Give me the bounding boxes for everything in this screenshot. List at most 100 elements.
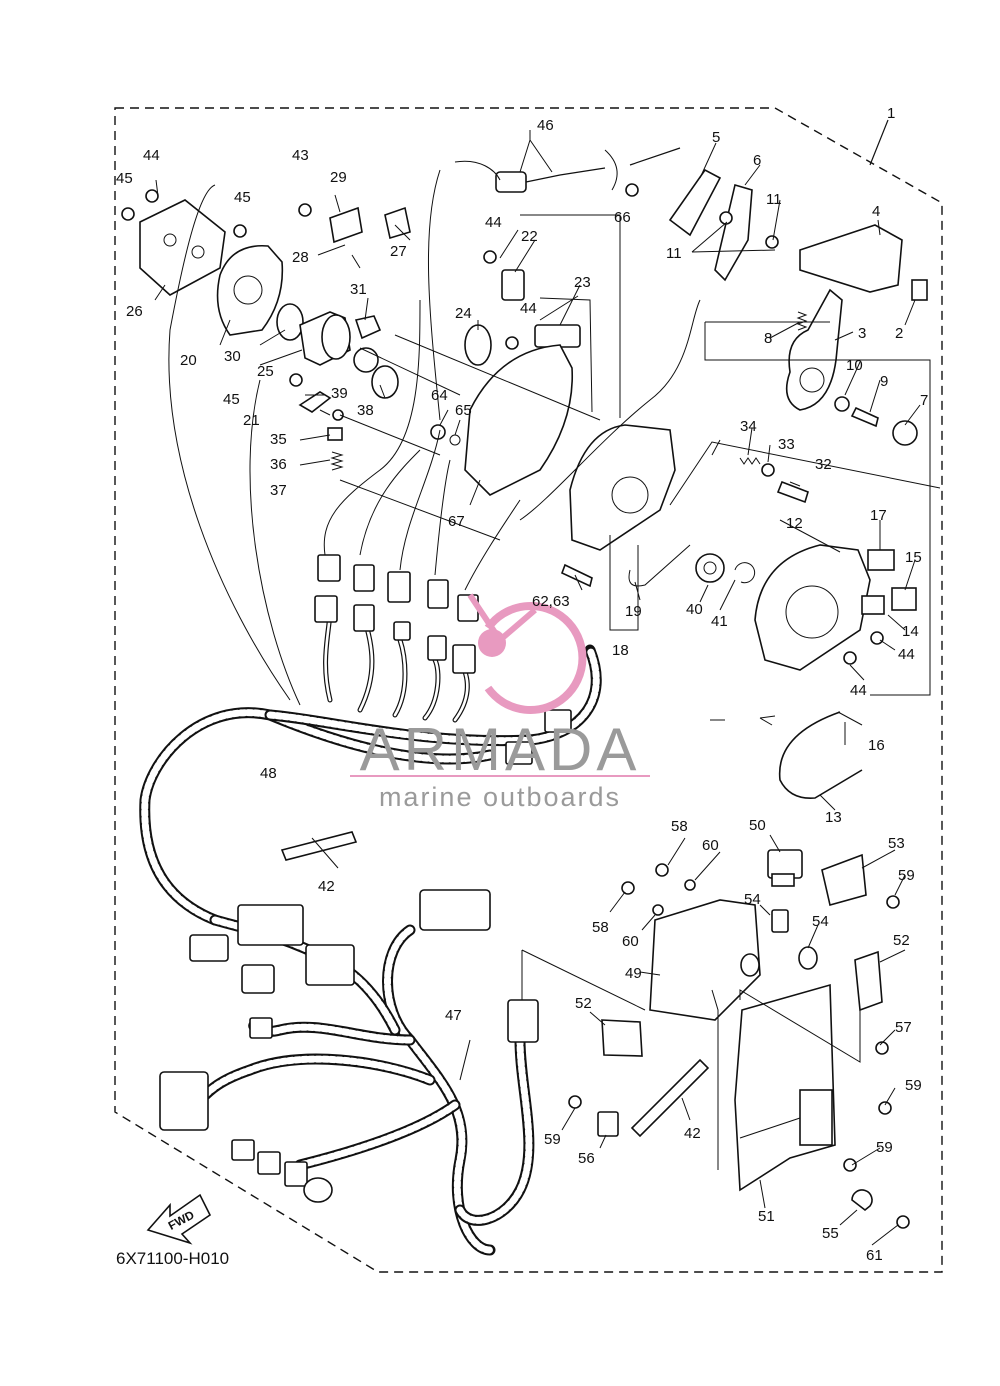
callouts: 1 2 3 4 5 6 7 8 9 10 11 11 12 13 14 15 1… — [116, 105, 928, 1264]
callout-4: 4 — [872, 203, 880, 220]
part-54a — [740, 953, 760, 977]
callout-5: 5 — [712, 129, 720, 146]
callout-54b: 54 — [812, 913, 829, 930]
callout-44a: 44 — [143, 147, 160, 164]
callout-13: 13 — [825, 809, 842, 826]
callout-31: 31 — [350, 281, 367, 298]
callout-30: 30 — [224, 348, 241, 365]
callout-28: 28 — [292, 249, 309, 266]
part-15 — [891, 587, 917, 611]
part-56 — [597, 1111, 619, 1137]
callout-60b: 60 — [622, 933, 639, 950]
part-35 — [332, 409, 344, 421]
callout-57: 57 — [895, 1019, 912, 1036]
part-52b — [854, 950, 883, 1012]
part-29 — [329, 206, 363, 244]
callout-33: 33 — [778, 436, 795, 453]
part-46 — [495, 147, 681, 193]
part-21 — [298, 391, 332, 413]
callout-11a: 11 — [766, 191, 782, 208]
callout-10: 10 — [846, 357, 863, 374]
callout-64: 64 — [431, 387, 448, 404]
callout-3: 3 — [858, 325, 866, 342]
part-18-housing — [569, 424, 676, 551]
part-51 — [734, 983, 836, 1192]
part-52a — [601, 1019, 643, 1057]
callout-9: 9 — [880, 373, 888, 390]
callout-42a: 42 — [318, 878, 335, 895]
callout-23: 23 — [574, 274, 591, 291]
part-8 — [796, 311, 808, 331]
callout-6263: 62,63 — [532, 593, 570, 610]
callout-61: 61 — [866, 1247, 883, 1264]
callout-34: 34 — [740, 418, 757, 435]
diagram-code: 6X71100-H010 — [116, 1249, 229, 1268]
callout-41: 41 — [711, 613, 728, 630]
callout-6: 6 — [753, 152, 761, 169]
callout-53: 53 — [888, 835, 905, 852]
leader-lines — [154, 119, 941, 869]
callout-49: 49 — [625, 965, 642, 982]
part-22 — [501, 269, 525, 301]
callout-15: 15 — [905, 549, 922, 566]
callout-25: 25 — [257, 363, 274, 380]
callout-19: 19 — [625, 603, 642, 620]
part-19 — [628, 544, 691, 587]
callout-56: 56 — [578, 1150, 595, 1167]
part-34 — [739, 457, 761, 465]
part-27 — [384, 206, 411, 240]
callout-50: 50 — [749, 817, 766, 834]
callout-40: 40 — [686, 601, 703, 618]
callout-48: 48 — [260, 765, 277, 782]
callout-44d: 44 — [898, 646, 915, 663]
callout-58a: 58 — [671, 818, 688, 835]
callout-35: 35 — [270, 431, 287, 448]
part-55 — [851, 1189, 873, 1212]
part-49 — [649, 899, 761, 1021]
callout-12: 12 — [786, 515, 803, 532]
callout-8: 8 — [764, 330, 772, 347]
harness-48 — [139, 160, 701, 926]
callout-51: 51 — [758, 1208, 775, 1225]
callout-59c: 59 — [544, 1131, 561, 1148]
part-20 — [216, 244, 284, 336]
callout-66: 66 — [614, 209, 631, 226]
callout-38: 38 — [357, 402, 374, 419]
callout-24: 24 — [455, 305, 472, 322]
callout-46: 46 — [537, 117, 554, 134]
control-box-parts — [121, 147, 928, 861]
part-6263 — [560, 563, 593, 588]
callout-60a: 60 — [702, 837, 719, 854]
part-36 — [327, 427, 343, 441]
part-14 — [861, 595, 885, 615]
part-12 — [754, 544, 871, 671]
part-54-connector — [771, 909, 789, 933]
callout-45b: 45 — [234, 189, 251, 206]
callout-39: 39 — [331, 385, 348, 402]
part-41 — [734, 562, 756, 584]
part-40 — [695, 553, 725, 583]
callout-67: 67 — [448, 513, 465, 530]
callout-44b: 44 — [485, 214, 502, 231]
callout-14: 14 — [902, 623, 919, 640]
lower-screws — [568, 863, 910, 1229]
callout-59b: 59 — [905, 1077, 922, 1094]
watermark-tagline: marine outboards — [379, 782, 621, 812]
callout-1: 1 — [887, 105, 895, 122]
assembly-boundary — [114, 107, 943, 1273]
callout-59a: 59 — [898, 867, 915, 884]
part-65 — [449, 434, 461, 446]
part-7 — [892, 420, 918, 446]
callout-44c: 44 — [520, 300, 537, 317]
part-2 — [911, 279, 928, 301]
ecu-bracket-group — [459, 834, 910, 1246]
callout-36: 36 — [270, 456, 287, 473]
callout-55: 55 — [822, 1225, 839, 1242]
part-4 — [799, 224, 903, 293]
callout-29: 29 — [330, 169, 347, 186]
part-32 — [776, 480, 809, 504]
part-17 — [867, 549, 895, 571]
watermark-logo — [467, 593, 587, 714]
